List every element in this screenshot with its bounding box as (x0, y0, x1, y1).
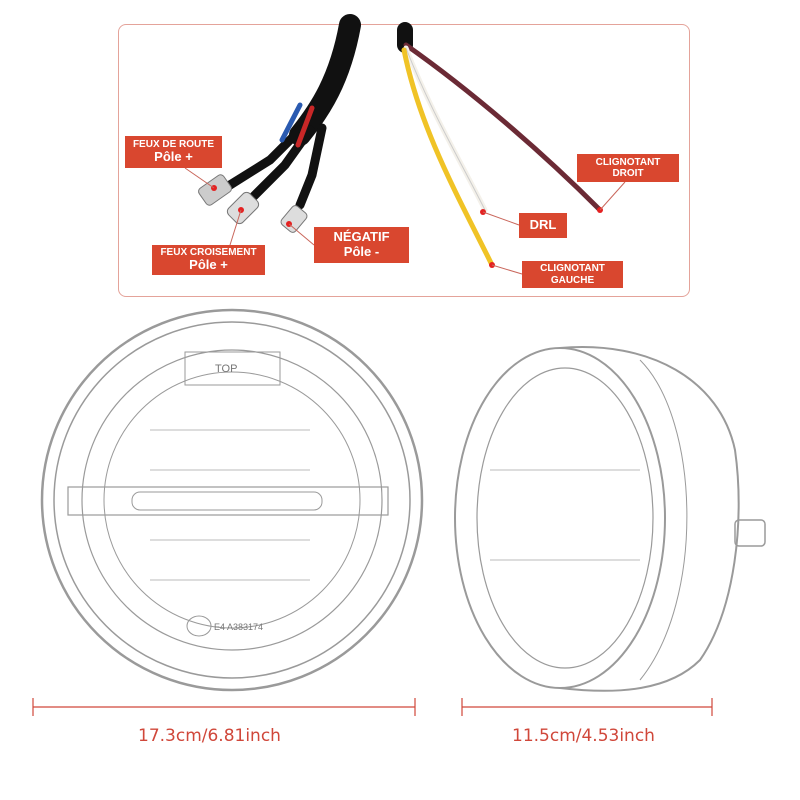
label-turn-right: CLIGNOTANT DROIT (577, 154, 679, 182)
label-line1: CLIGNOTANT (595, 156, 661, 168)
label-high-beam: FEUX DE ROUTE Pôle + (125, 136, 222, 168)
label-line2: DROIT (612, 168, 644, 179)
depth-dimension: 11.5cm/4.53inch (512, 726, 655, 746)
label-title: NÉGATIF (333, 229, 390, 245)
label-title: FEUX DE ROUTE (132, 138, 215, 150)
label-line1: CLIGNOTANT (540, 263, 605, 274)
label-turn-left: CLIGNOTANT GAUCHE (522, 261, 623, 288)
headlight-front (40, 308, 424, 692)
dimension-lines (32, 698, 713, 716)
headlight-side (454, 346, 766, 692)
label-negative: NÉGATIF Pôle - (314, 227, 409, 263)
cert-marking: E4 A383174 (214, 622, 263, 632)
leader-lines (184, 167, 626, 275)
label-title: FEUX CROISEMENT (160, 246, 257, 258)
label-pole: Pôle + (154, 149, 193, 165)
label-pole: Pôle - (343, 244, 380, 259)
label-drl: DRL (519, 213, 567, 238)
diameter-dimension: 17.3cm/6.81inch (138, 726, 281, 746)
label-low-beam: FEUX CROISEMENT Pôle + (152, 245, 265, 275)
label-pole: Pôle + (189, 257, 228, 273)
label-line2: GAUCHE (550, 274, 595, 286)
top-marking: TOP (215, 363, 237, 375)
label-title: DRL (529, 217, 557, 233)
